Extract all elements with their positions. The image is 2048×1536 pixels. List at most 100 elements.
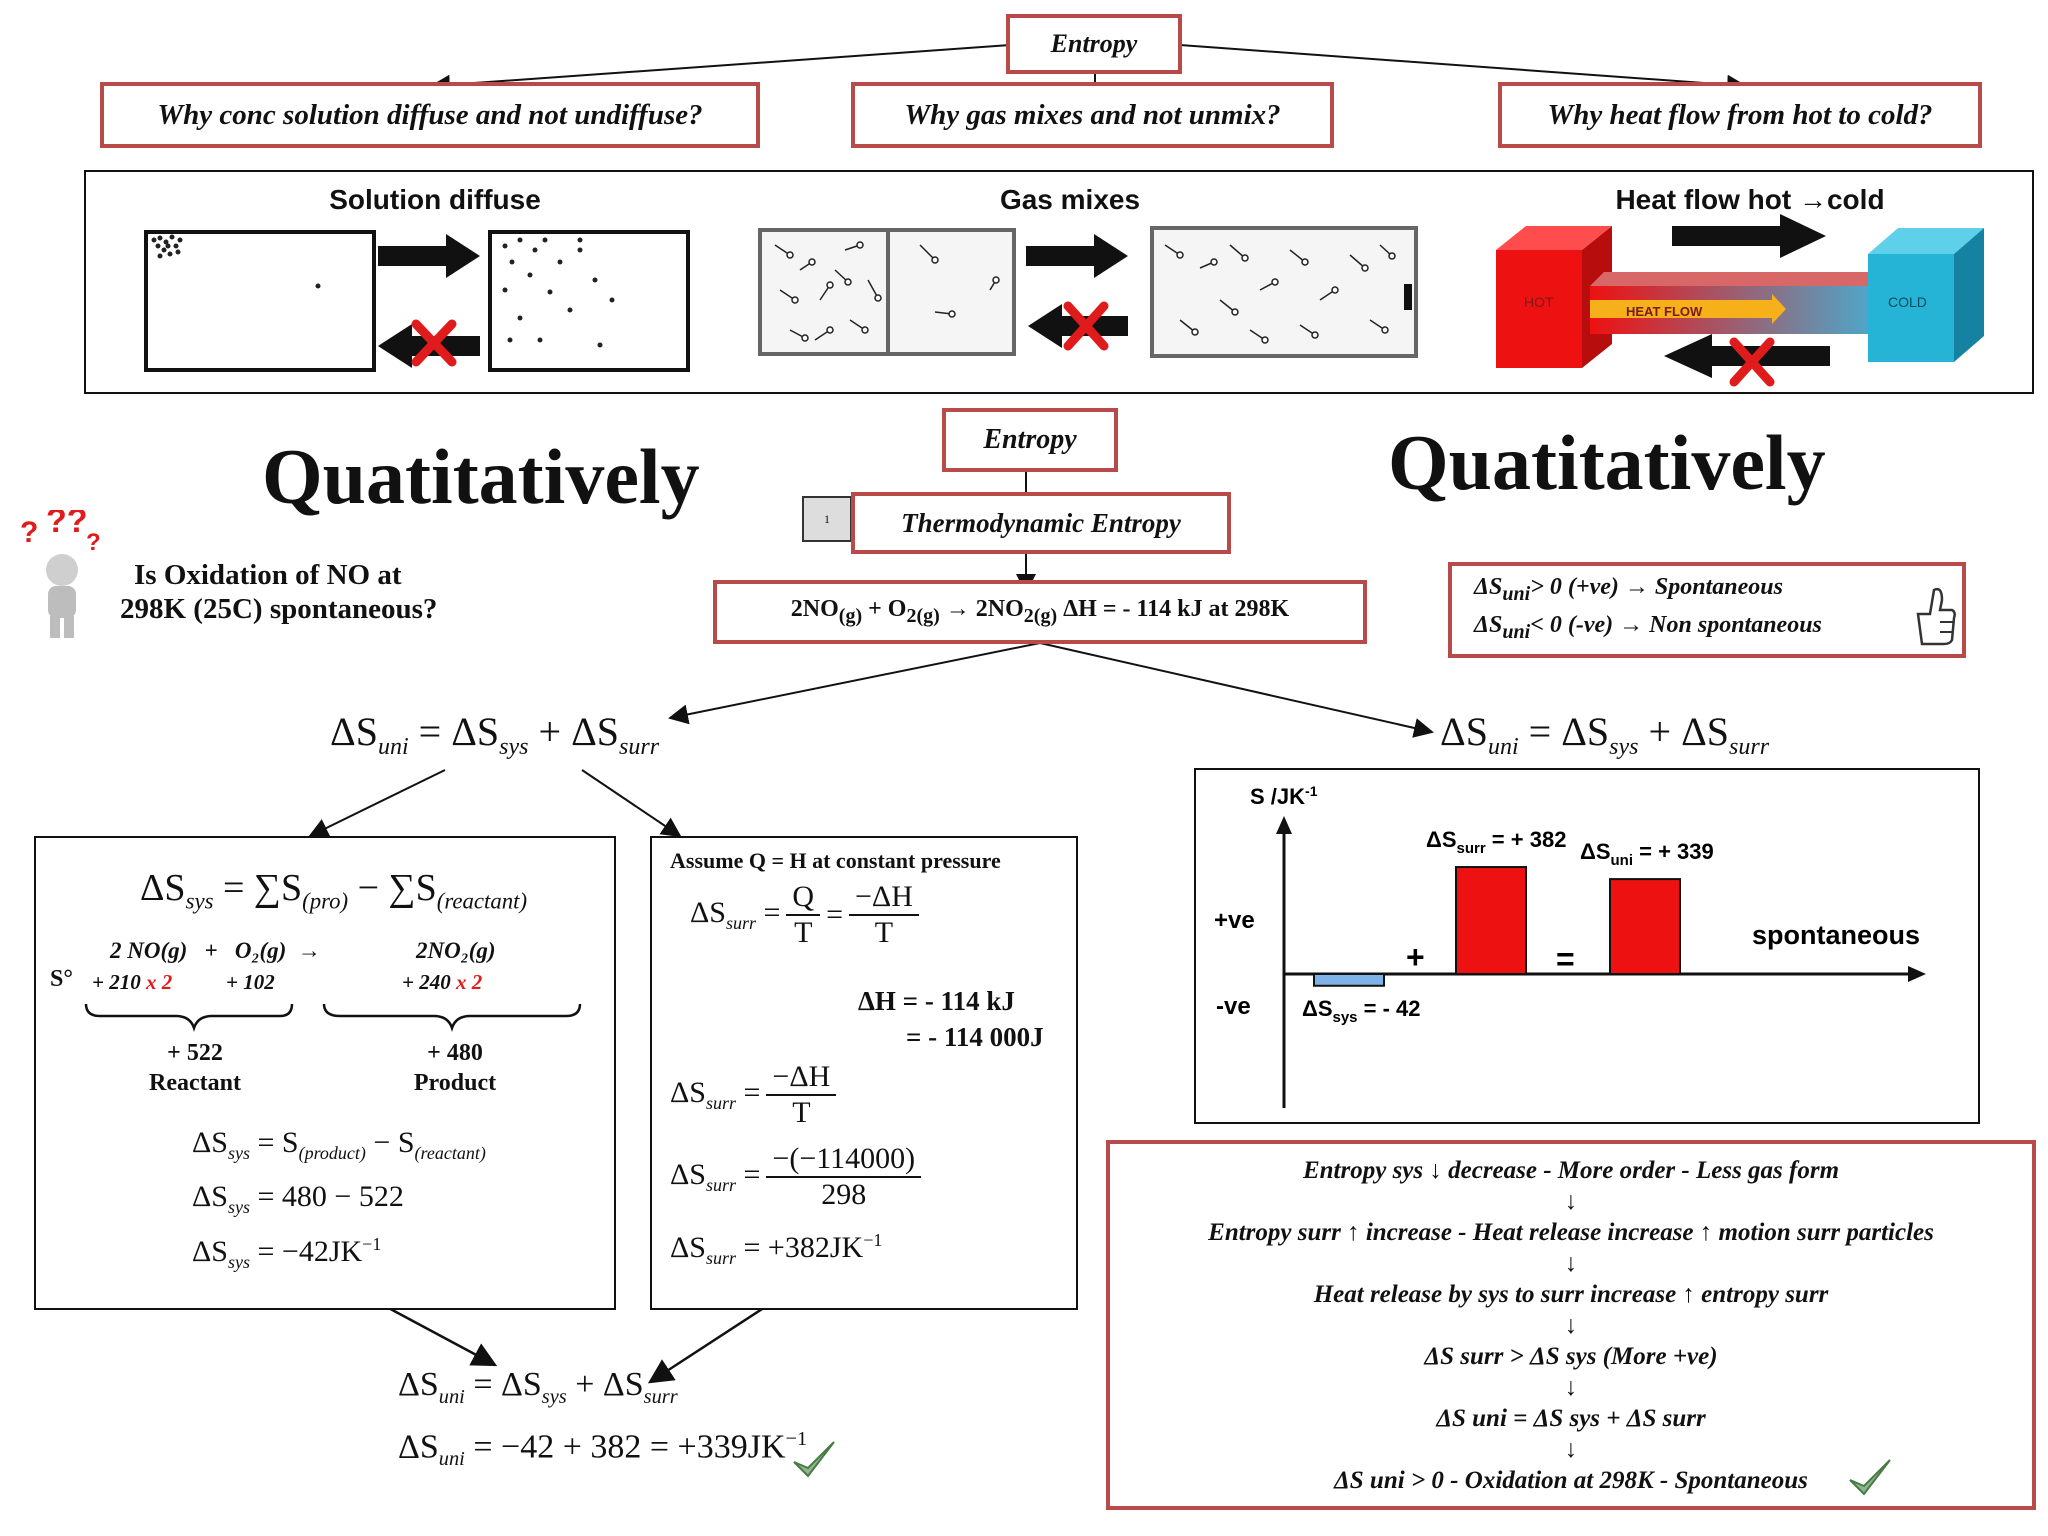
beaker-diffused bbox=[488, 230, 690, 372]
index-badge: 1 bbox=[802, 496, 852, 542]
question-gas-box: Why gas mixes and not unmix? bbox=[851, 82, 1334, 148]
thermo-entropy-box: Thermodynamic Entropy bbox=[851, 492, 1231, 554]
criteria-non-spontaneous: ΔSuni< 0 (-ve) → Non spontaneous bbox=[1474, 612, 1822, 643]
hot-block bbox=[1496, 226, 1612, 368]
reaction-equation: 2NO(g) + O2(g) → 2NO2(g) ΔH = - 114 kJ a… bbox=[790, 596, 1290, 627]
heat-bridge bbox=[1590, 272, 1884, 334]
cold-label: COLD bbox=[1888, 294, 1927, 310]
final-result: ΔSuni = −42 + 382 = +339JK−1 bbox=[398, 1428, 808, 1471]
bar-surr bbox=[1455, 866, 1527, 975]
question-gas: Why gas mixes and not unmix? bbox=[904, 98, 1281, 131]
summary-line: Entropy sys ↓ decrease - More order - Le… bbox=[1302, 1156, 1840, 1184]
arrow-to-surr-box bbox=[581, 769, 682, 838]
summary-checkmark-icon bbox=[1849, 1459, 1891, 1496]
sys-result: ΔSsys = −42JK−1 bbox=[192, 1234, 382, 1272]
summary-list: Entropy sys ↓ decrease - More order - Le… bbox=[1208, 1155, 1934, 1496]
reaction-box: 2NO(g) + O2(g) → 2NO2(g) ΔH = - 114 kJ a… bbox=[713, 580, 1367, 644]
y-axis-label: S /JK-1 bbox=[1250, 783, 1318, 809]
entropy-chart-box bbox=[1194, 768, 1980, 1124]
svg-text:??: ?? bbox=[46, 510, 88, 540]
arrow-to-right-eq bbox=[1039, 642, 1434, 738]
sys-step-1: ΔSsys = S(product) − S(reactant) bbox=[192, 1126, 486, 1163]
summary-line: Heat release by sys to surr increase ↑ e… bbox=[1313, 1280, 1829, 1308]
heat-forward-arrow bbox=[1672, 214, 1826, 258]
question-diffuse: Why conc solution diffuse and not undiff… bbox=[157, 98, 703, 131]
heading-left: Quatitatively bbox=[262, 433, 700, 520]
summary-line: Entropy surr ↑ increase - Heat release i… bbox=[1208, 1218, 1934, 1246]
sys-step-2: ΔSsys = 480 − 522 bbox=[192, 1180, 404, 1217]
diffuse-forward-arrow bbox=[378, 234, 480, 278]
entropy-bar-chart: S /JK-1 +ve -ve ΔSsys = - 42 ΔSsurr = + 382 Δ… bbox=[1214, 783, 1926, 1108]
question-heat-box: Why heat flow from hot to cold? bbox=[1498, 82, 1982, 148]
main-equation-right: ΔSuni = ΔSsys + ΔSsurr bbox=[1440, 709, 1770, 760]
gas-forward-arrow bbox=[1026, 234, 1128, 278]
sys-reactants: 2 NO(g) + O₂(g) → bbox=[110, 938, 321, 963]
summary-line: ΔS uni > 0 - Oxidation at 298K - Spontan… bbox=[1334, 1466, 1808, 1494]
svg-text:?: ? bbox=[20, 516, 38, 549]
plus-operator: + bbox=[1406, 939, 1425, 975]
question-line-1: Is Oxidation of NO at bbox=[134, 559, 402, 591]
question-line-2: 298K (25C) spontaneous? bbox=[120, 593, 438, 625]
question-heat: Why heat flow from hot to cold? bbox=[1547, 98, 1933, 131]
heat-title: Heat flow hot →cold bbox=[1615, 184, 1885, 215]
summary-arrow: ↓ bbox=[1564, 1187, 1578, 1215]
summary-box: Entropy sys ↓ decrease - More order - Le… bbox=[1106, 1140, 2036, 1510]
standard-entropy-label: S° bbox=[50, 966, 73, 992]
bar-sys bbox=[1313, 973, 1385, 987]
thinking-figure-icon: ? ?? ? bbox=[20, 510, 101, 638]
bar-label-surr: ΔSsurr = + 382 bbox=[1426, 827, 1566, 857]
summary-line: ΔS uni = ΔS sys + ΔS surr bbox=[1436, 1404, 1706, 1432]
positive-label: +ve bbox=[1214, 907, 1255, 934]
arrow-to-left-eq bbox=[668, 642, 1041, 725]
cold-block bbox=[1868, 228, 1984, 362]
main-equation-left: ΔSuni = ΔSsys + ΔSsurr bbox=[330, 709, 660, 760]
entropy-root-box: Entropy bbox=[1006, 14, 1182, 74]
system-entropy-box bbox=[34, 836, 616, 1310]
gas-x-mark bbox=[1063, 301, 1109, 351]
final-equation: ΔSuni = ΔSsys + ΔSsurr bbox=[398, 1366, 678, 1408]
sys-r1-value: + 210 x 2 bbox=[92, 970, 173, 994]
diffuse-title: Solution diffuse bbox=[329, 184, 541, 215]
dh-kj: ΔH = - 114 kJ bbox=[858, 986, 1015, 1016]
entropy-center-box: Entropy bbox=[942, 408, 1118, 472]
braces bbox=[84, 1003, 582, 1032]
sys-definition: ΔSsys = ∑S(pro) − ∑S(reactant) bbox=[140, 867, 528, 914]
criteria-box: ΔSuni> 0 (+ve) → Spontaneous ΔSuni< 0 (-… bbox=[1448, 562, 1966, 658]
sys-product: 2NO₂(g) bbox=[416, 938, 496, 963]
criteria-spontaneous: ΔSuni> 0 (+ve) → Spontaneous bbox=[1474, 574, 1783, 605]
thumbs-up-icon bbox=[1916, 587, 1956, 646]
question-text: Is Oxidation of NO at 298K (25C) spontan… bbox=[120, 558, 437, 626]
sys-r2-value: + 102 bbox=[226, 970, 275, 994]
summary-arrow: ↓ bbox=[1564, 1373, 1578, 1401]
arrow-to-q1 bbox=[430, 44, 1011, 95]
svg-text:?: ? bbox=[86, 529, 101, 556]
heat-flow-label: HEAT FLOW bbox=[1626, 304, 1703, 319]
hot-label: HOT bbox=[1524, 294, 1554, 310]
arrow-to-sys-box bbox=[308, 769, 446, 838]
dh-j: = - 114 000J bbox=[906, 1022, 1044, 1052]
surr-result: ΔSsurr = +382JK−1 bbox=[670, 1230, 883, 1268]
diffuse-x-mark bbox=[411, 319, 457, 367]
spontaneous-note: spontaneous bbox=[1752, 920, 1920, 950]
sys-p1-value: + 240 x 2 bbox=[402, 970, 483, 994]
surr-assumption: Assume Q = H at constant pressure bbox=[670, 848, 1001, 873]
gas-title: Gas mixes bbox=[999, 184, 1141, 215]
entropy-center-label: Entropy bbox=[983, 424, 1077, 455]
bar-label-uni: ΔSuni = + 339 bbox=[1580, 839, 1714, 869]
heading-right: Quatitatively bbox=[1388, 419, 1826, 506]
heat-x-mark bbox=[1729, 337, 1775, 387]
entropy-root-label: Entropy bbox=[1050, 29, 1138, 58]
beaker-concentrated bbox=[144, 230, 376, 372]
surr-step-2: ΔSsurr = −(−114000)298 bbox=[670, 1142, 927, 1212]
summary-arrow: ↓ bbox=[1564, 1311, 1578, 1339]
negative-label: -ve bbox=[1216, 993, 1251, 1020]
arrow-to-q3 bbox=[1179, 44, 1747, 95]
bar-uni bbox=[1609, 878, 1681, 975]
y-axis-arrowhead bbox=[1276, 816, 1292, 834]
bar-label-sys: ΔSsys = - 42 bbox=[1302, 996, 1421, 1026]
index-badge-label: 1 bbox=[824, 511, 830, 526]
